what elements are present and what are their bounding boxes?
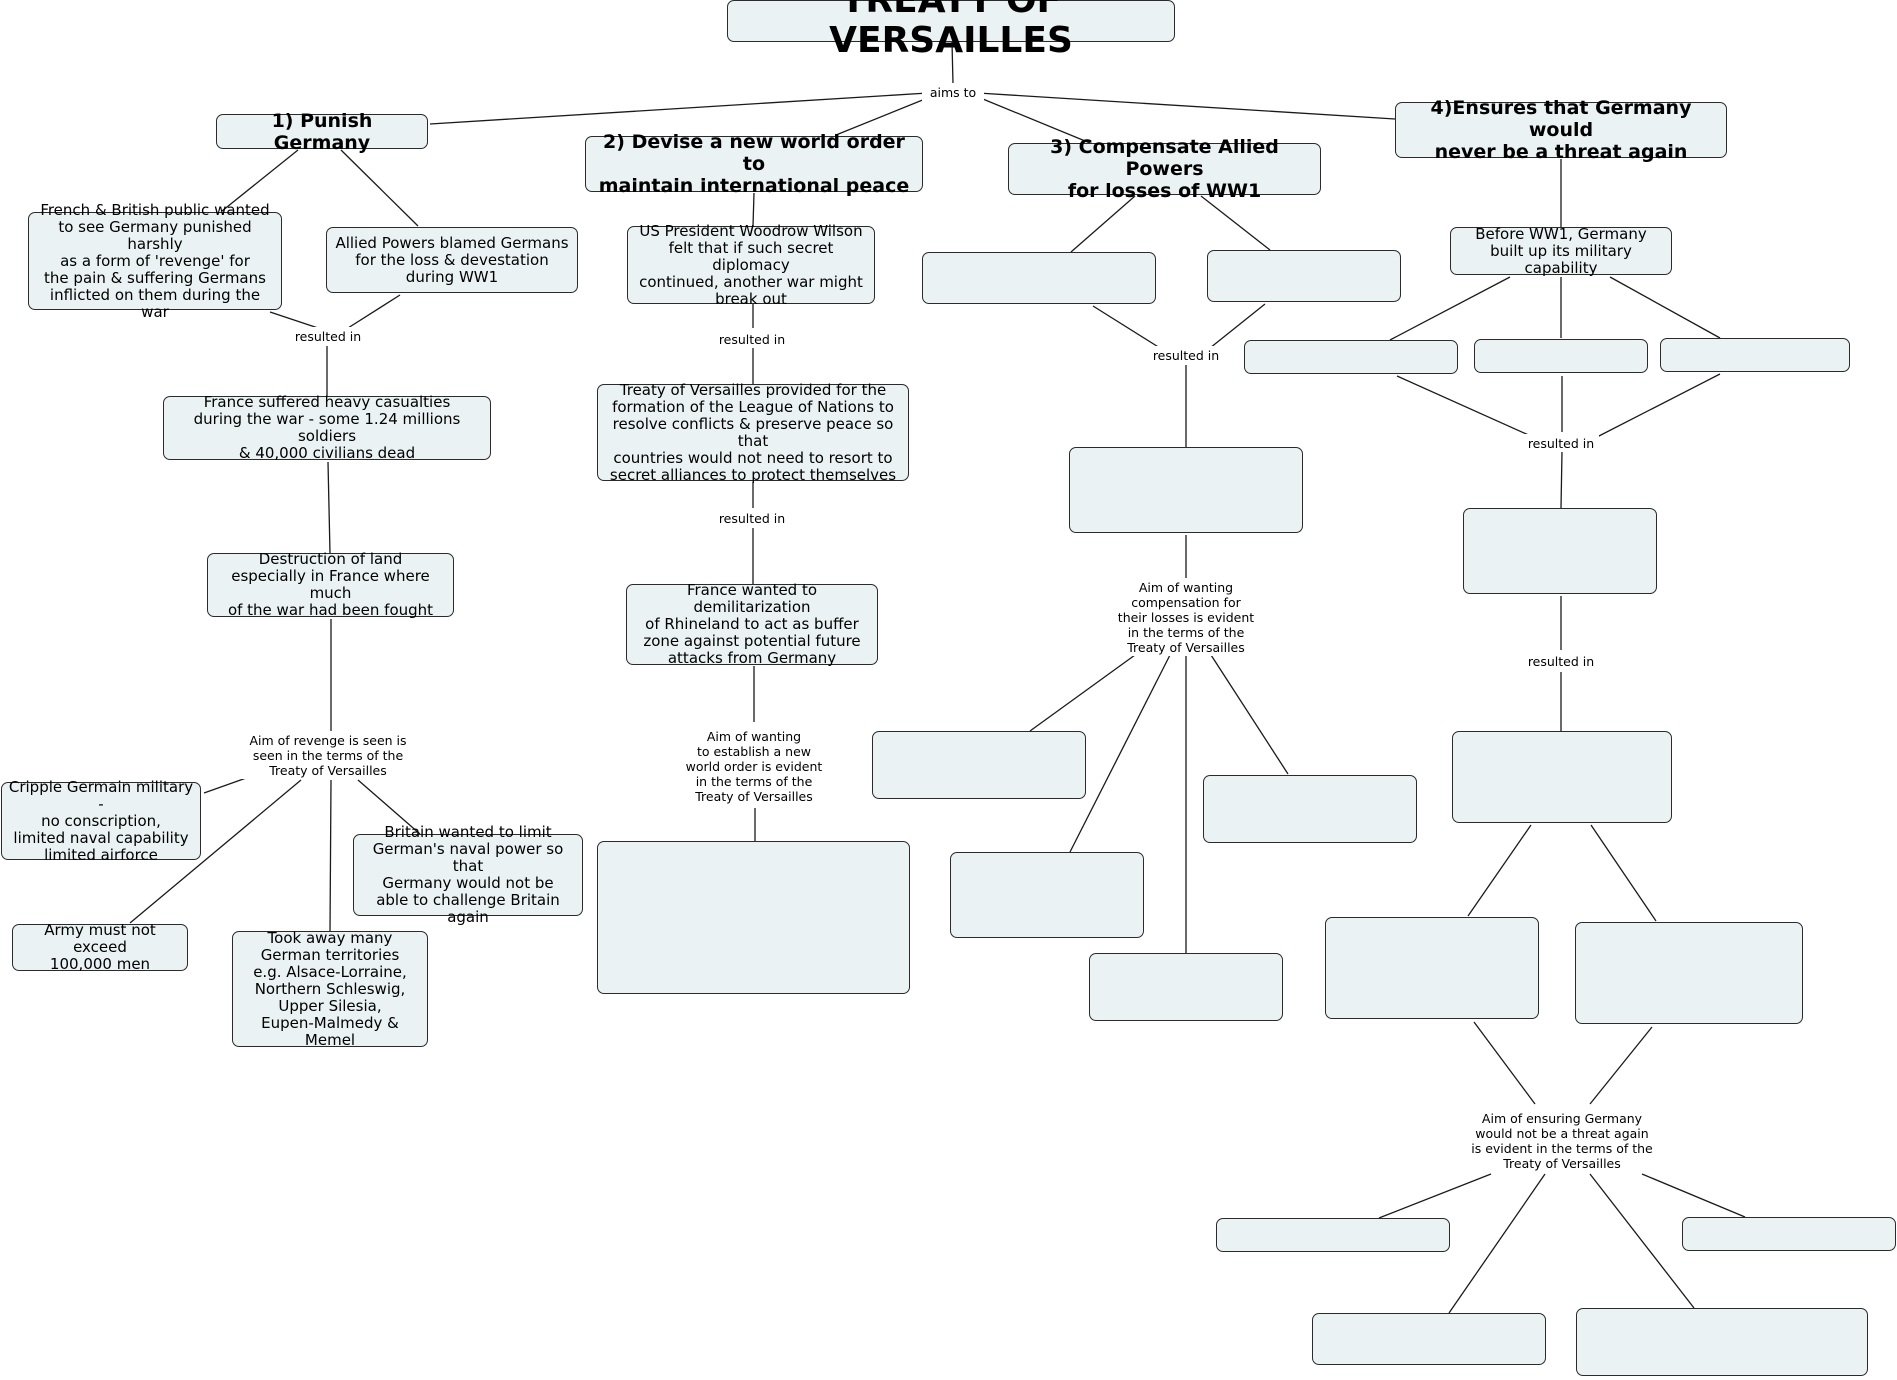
concept-blank[interactable] <box>1069 447 1303 533</box>
term-territories[interactable]: Took away many German territories e.g. A… <box>232 929 428 1048</box>
link-label-resulted-in: resulted in <box>290 327 366 345</box>
term-blank[interactable] <box>1203 775 1417 843</box>
concept-public-revenge[interactable]: French & British public wanted to see Ge… <box>28 201 282 320</box>
link-label-aim-threat: Aim of ensuring Germany would not be a t… <box>1470 1110 1654 1172</box>
term-britain-naval[interactable]: Britain wanted to limit German's naval p… <box>353 824 583 926</box>
concept-allies-blamed[interactable]: Allied Powers blamed Germans for the los… <box>326 227 578 293</box>
aim-punish-germany[interactable]: 1) Punish Germany <box>216 110 428 154</box>
concept-france-casualties[interactable]: France suffered heavy casualties during … <box>163 394 491 462</box>
term-blank[interactable] <box>1576 1308 1868 1376</box>
link-label-aim-world-order: Aim of wanting to establish a new world … <box>677 727 831 805</box>
concept-blank[interactable] <box>1325 917 1539 1019</box>
link-label-resulted-in: resulted in <box>714 509 790 527</box>
link-label-aim-compensation: Aim of wanting compensation for their lo… <box>1107 578 1265 656</box>
link-label-aim-revenge: Aim of revenge is seen is seen in the te… <box>238 731 418 779</box>
aim-new-world-order[interactable]: 2) Devise a new world order to maintain … <box>585 131 923 197</box>
concept-rhineland[interactable]: France wanted to demilitarization of Rhi… <box>626 582 878 667</box>
link-label-resulted-in: resulted in <box>1148 346 1224 364</box>
term-blank[interactable] <box>1089 953 1283 1021</box>
link-label-resulted-in: resulted in <box>1523 652 1599 670</box>
concept-blank[interactable] <box>922 252 1156 304</box>
aim-germany-no-threat[interactable]: 4)Ensures that Germany would never be a … <box>1395 97 1727 163</box>
concept-blank[interactable] <box>1575 922 1803 1024</box>
link-label-resulted-in: resulted in <box>1523 434 1599 452</box>
term-blank[interactable] <box>950 852 1144 938</box>
term-blank-world-order[interactable] <box>597 841 910 994</box>
concept-blank[interactable] <box>1660 338 1850 372</box>
concept-military-buildup[interactable]: Before WW1, Germany built up its militar… <box>1450 225 1672 276</box>
map-title: TREATY OF VERSAILLES <box>727 0 1175 61</box>
concept-destruction-of-land[interactable]: Destruction of land especially in France… <box>207 551 454 619</box>
concept-league-of-nations[interactable]: Treaty of Versailles provided for the fo… <box>597 381 909 483</box>
concept-blank[interactable] <box>1463 508 1657 594</box>
concept-blank[interactable] <box>1474 339 1648 373</box>
concept-blank[interactable] <box>1244 340 1458 374</box>
term-blank[interactable] <box>872 731 1086 799</box>
concept-blank[interactable] <box>1207 250 1401 302</box>
term-cripple-military[interactable]: Cripple Germain military - no conscripti… <box>1 778 201 863</box>
link-label-resulted-in: resulted in <box>714 330 790 348</box>
term-blank[interactable] <box>1216 1218 1450 1252</box>
term-blank[interactable] <box>1682 1217 1896 1251</box>
concept-wilson-diplomacy[interactable]: US President Woodrow Wilson felt that if… <box>627 222 875 307</box>
link-label-aims-to: aims to <box>922 83 984 101</box>
term-army-limit[interactable]: Army must not exceed 100,000 men <box>12 922 188 973</box>
aim-compensate-allies[interactable]: 3) Compensate Allied Powers for losses o… <box>1008 136 1321 202</box>
term-blank[interactable] <box>1312 1313 1546 1365</box>
concept-blank[interactable] <box>1452 731 1672 823</box>
